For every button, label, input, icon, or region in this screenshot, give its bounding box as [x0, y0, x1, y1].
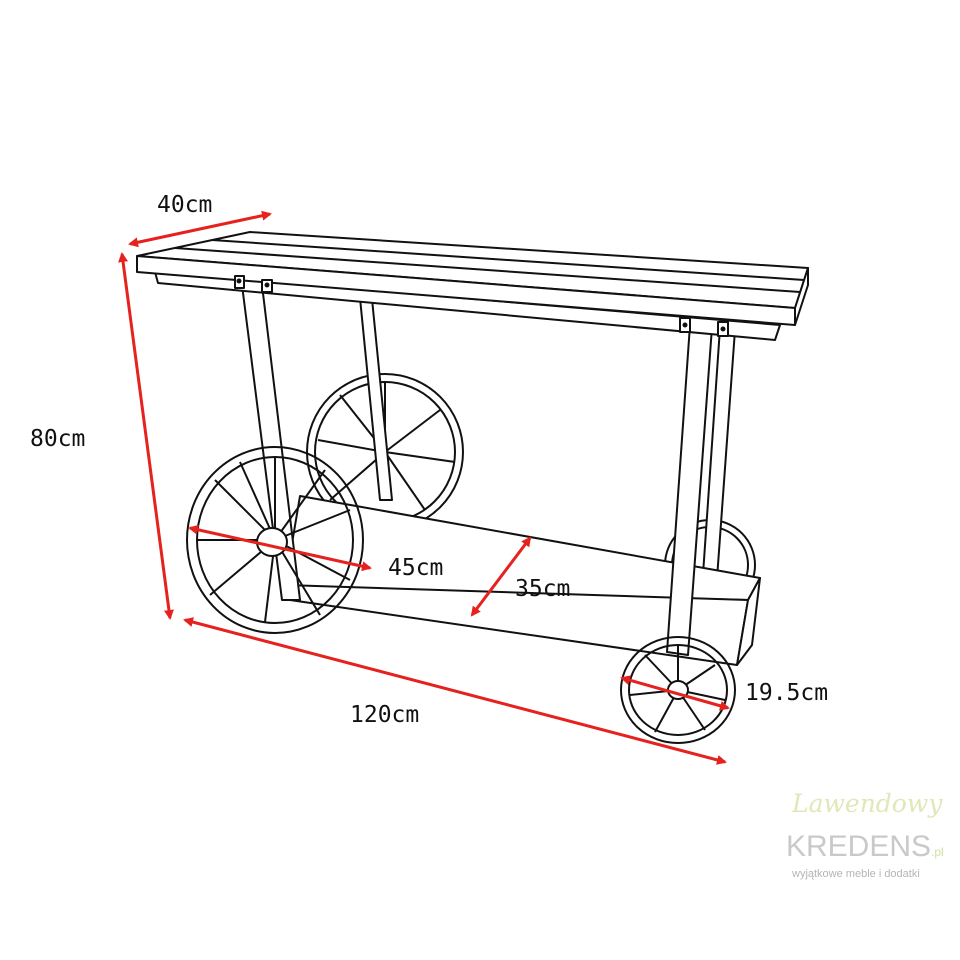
brand-logo: Lawendowy KREDENS.pl wyjątkowe meble i d…	[786, 789, 944, 880]
logo-brand: KREDENS	[786, 830, 931, 863]
height-label: 80cm	[30, 426, 85, 452]
logo-script: Lawendowy	[791, 789, 943, 818]
width-label: 120cm	[350, 702, 419, 728]
large-wheel-label: 45cm	[388, 555, 443, 581]
shelf-depth-arrow	[470, 536, 532, 617]
shelf-depth-label: 35cm	[515, 576, 570, 602]
front-small-wheel	[620, 636, 736, 744]
width-arrow	[183, 617, 727, 765]
height-arrow	[118, 252, 174, 620]
tabletop	[136, 231, 809, 341]
large-wheel-arrow	[188, 524, 372, 572]
logo-tld: .pl	[931, 845, 944, 859]
depth-arrow	[128, 210, 272, 248]
logo-brand-line: KREDENS.pl	[786, 830, 944, 863]
small-wheel-arrow	[620, 675, 730, 711]
logo-tagline: wyjątkowe meble i dodatki	[791, 868, 920, 880]
small-wheel-label: 19.5cm	[745, 680, 828, 706]
depth-label: 40cm	[157, 192, 212, 218]
